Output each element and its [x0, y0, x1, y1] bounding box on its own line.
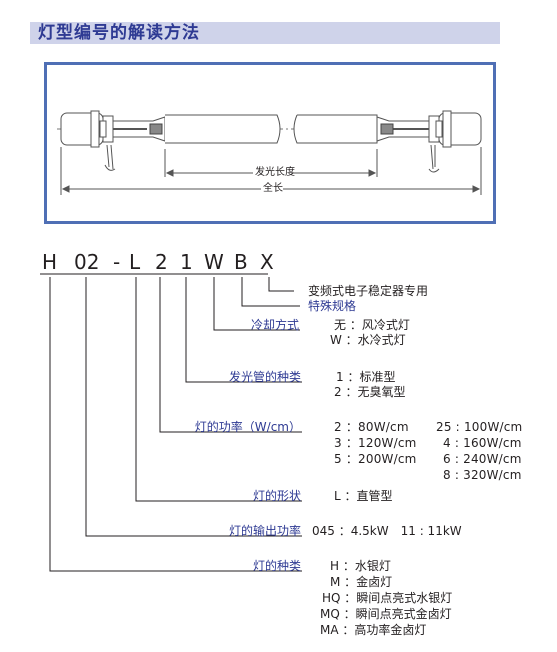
code-char-power: 2 — [155, 250, 168, 274]
code-char-output: 02 — [74, 250, 100, 274]
code-char-cooling: W — [204, 250, 224, 274]
label-lamp-type: 灯的种类 — [252, 559, 301, 573]
label-ballast: 变频式电子稳定器专用 — [308, 284, 429, 298]
code-char-shape: L — [129, 250, 141, 274]
lamp-drawing — [57, 110, 483, 195]
label-tube-type: 发光管的种类 — [228, 370, 301, 384]
code-char-ballast: X — [260, 250, 274, 274]
power-value-4b: 8 : 320W/cm — [443, 468, 522, 482]
power-value-1a: 2 ：80W/cm — [334, 420, 409, 434]
lamp-type-value-1: H ：水银灯 — [330, 559, 391, 573]
tube-type-value-2: 2 ：无臭氧型 — [334, 385, 406, 399]
lamp-type-value-4: MQ ：瞬间点亮式金卤灯 — [320, 607, 452, 621]
output-value: 045 ：4.5kW 11 : 11kW — [312, 524, 462, 538]
power-value-3b: 6 : 240W/cm — [443, 452, 522, 466]
power-value-2b: 4 : 160W/cm — [443, 436, 522, 450]
power-value-1b: 25 : 100W/cm — [436, 420, 523, 434]
label-cooling: 冷却方式 — [250, 318, 299, 332]
total-length-label: 全长 — [263, 183, 283, 194]
tube-type-value-1: 1 ：标准型 — [336, 370, 396, 384]
page-title: 灯型编号的解读方法 — [38, 23, 200, 43]
cooling-value-1: 无 ：风冷式灯 — [334, 318, 410, 332]
lamp-type-value-5: MA ：高功率金卤灯 — [320, 623, 427, 637]
code-char-special: B — [234, 250, 248, 274]
lamp-diagram: 发光长度 全长 — [44, 62, 496, 224]
title-bar — [30, 22, 500, 44]
label-shape: 灯的形状 — [252, 489, 301, 503]
code-char-tube-type: 1 — [180, 250, 193, 274]
lamp-type-value-2: M ：金卤灯 — [330, 575, 393, 589]
cooling-value-2: W ：水冷式灯 — [330, 333, 406, 347]
label-output: 灯的输出功率 — [228, 524, 301, 538]
label-power: 灯的功率（W/cm） — [194, 420, 301, 434]
power-value-3a: 5 ：200W/cm — [334, 452, 417, 466]
code-char-lamp-type: H — [42, 250, 58, 274]
code-char-dash: - — [113, 250, 121, 274]
power-value-2a: 3 ：120W/cm — [334, 436, 417, 450]
emitting-length-label: 发光长度 — [255, 167, 295, 178]
label-special: 特殊规格 — [308, 299, 357, 313]
shape-value: L ：直管型 — [334, 489, 393, 503]
lamp-type-value-3: HQ ：瞬间点亮式水银灯 — [322, 591, 453, 605]
